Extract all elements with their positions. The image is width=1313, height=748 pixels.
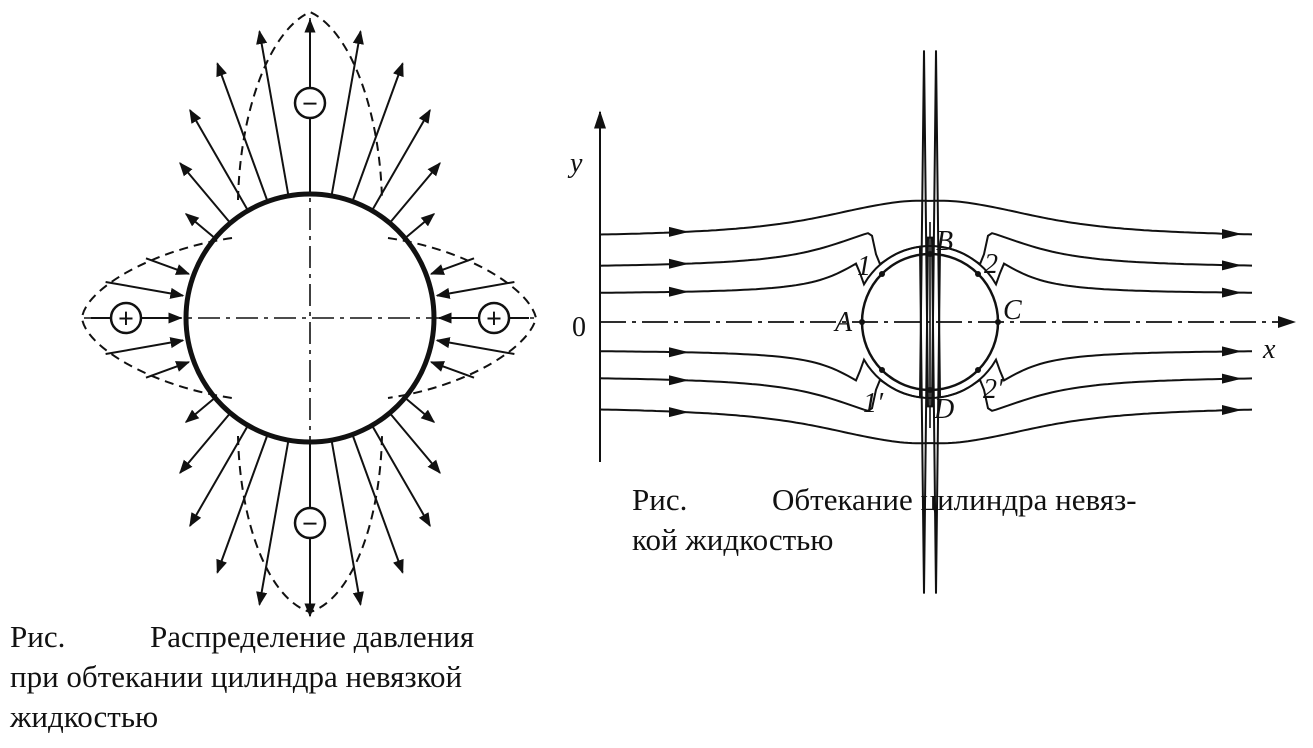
x-axis-label: x — [1262, 334, 1276, 365]
pressure-arrow — [184, 396, 216, 423]
point-c-label: C — [1003, 295, 1022, 326]
sign-top-text: − — [302, 89, 318, 120]
point-2-label: 2 — [984, 249, 998, 280]
point-d-label: D — [933, 394, 954, 425]
pressure-arrows — [91, 18, 529, 618]
sign-top: − — [293, 86, 327, 120]
y-axis-label: y — [567, 148, 583, 179]
streamline-arrow-right — [1222, 346, 1242, 357]
pressure-arrow — [404, 213, 436, 240]
x-axis-arrowhead — [1278, 316, 1296, 328]
pressure-arrow — [145, 361, 191, 379]
streamline-arrow-right — [1222, 287, 1242, 298]
sign-right: + — [477, 301, 511, 335]
flow-figure: y x 0 A C B D 1 2 1′ 2′ — [567, 50, 1296, 594]
sign-right-text: + — [486, 304, 502, 335]
pressure-arrow — [388, 412, 441, 474]
pressure-arrow — [351, 434, 404, 574]
figure2-caption: Рис. Обтекание цилиндра невяз- кой жидкос… — [632, 480, 1252, 560]
point-1-label: 1 — [857, 251, 871, 282]
pressure-arrow — [388, 162, 441, 224]
sign-left: + — [109, 301, 143, 335]
pressure-arrow — [435, 280, 515, 299]
streamline — [599, 50, 1253, 412]
figure2-caption-prefix: Рис. — [632, 482, 688, 517]
cylinder — [183, 191, 437, 445]
pressure-arrow — [429, 257, 475, 275]
pressure-distribution-figure: − − + + — [80, 10, 538, 618]
figure1-caption-title: Распределение давления — [150, 619, 475, 654]
pressure-arrow — [179, 162, 232, 224]
streamline-arrow-left — [669, 375, 689, 386]
figure1-caption-line2: при обтекании цилиндра невязкой — [10, 659, 463, 694]
figure2-caption-line2: кой жидкостью — [632, 522, 834, 557]
sign-bottom: − — [293, 506, 327, 540]
figure2-caption-line1: Рис. Обтекание цилиндра невяз- — [632, 480, 1252, 520]
pressure-arrow — [371, 108, 431, 212]
streamline-arrow-right — [1222, 373, 1242, 384]
streamline-arrow-left — [669, 407, 689, 418]
point-1-prime-label: 1′ — [863, 388, 884, 419]
pressure-arrow — [189, 424, 249, 528]
pressure-arrow — [256, 439, 290, 606]
point-a-label: A — [833, 307, 853, 338]
figure1-caption-line3: жидкостью — [10, 699, 159, 734]
sign-bottom-text: − — [302, 509, 318, 540]
pressure-arrow — [429, 361, 475, 379]
streamline — [599, 408, 1253, 445]
pressure-arrow — [184, 213, 216, 240]
pressure-arrow — [179, 412, 232, 474]
pressure-arrow — [105, 280, 185, 299]
pressure-arrow — [351, 62, 404, 202]
streamline-arrow-left — [669, 226, 689, 237]
pressure-arrow — [330, 30, 364, 197]
streamline-arrow-right — [1222, 404, 1242, 415]
streamline-arrow-right — [1222, 229, 1242, 240]
figure1-caption-line1: Рис. Распределение давления — [10, 617, 570, 657]
streamline — [599, 350, 1252, 399]
sign-left-text: + — [118, 304, 134, 335]
figure1-caption: Рис. Распределение давления при обтекании… — [10, 617, 570, 737]
origin-label: 0 — [572, 312, 586, 343]
pressure-arrow — [435, 337, 515, 356]
pressure-arrow — [371, 424, 431, 528]
pressure-arrow — [216, 62, 269, 202]
streamline — [599, 232, 1253, 594]
point-2-prime-label: 2′ — [983, 374, 1004, 405]
streamline-arrow-right — [1222, 260, 1242, 271]
streamlines — [599, 50, 1253, 594]
figure1-caption-prefix: Рис. — [10, 619, 66, 654]
figure2-caption-title: Обтекание цилиндра невяз- — [772, 482, 1137, 517]
point-b-label: B — [936, 226, 953, 257]
pressure-arrow — [256, 30, 290, 197]
pressure-arrow — [189, 108, 249, 212]
pressure-arrow — [216, 434, 269, 574]
streamline-arrow-left — [669, 258, 689, 269]
pressure-arrow — [404, 396, 436, 423]
pressure-arrow — [145, 257, 191, 275]
streamline-arrow-left — [669, 347, 689, 358]
pressure-arrow — [330, 439, 364, 606]
streamline-arrow-left — [669, 286, 689, 297]
pressure-arrow — [105, 337, 185, 356]
surface-points — [859, 251, 1001, 393]
